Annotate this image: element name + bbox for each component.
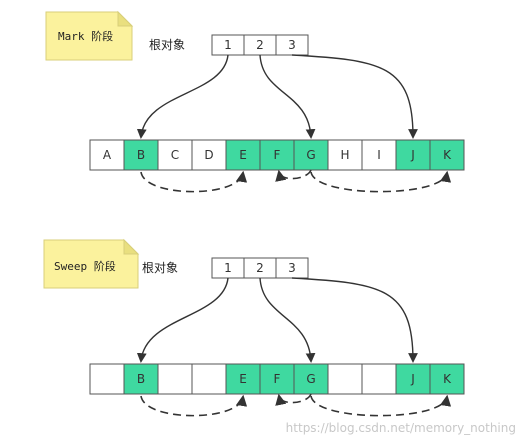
heap-cell-marked: [395, 363, 431, 395]
heap-cell-marked: [429, 139, 465, 171]
mark-root-label: 根对象: [149, 38, 185, 52]
object-reference-arrow: [140, 394, 248, 417]
object-reference-arrow: [310, 394, 452, 417]
root-label: 2: [256, 38, 264, 52]
heap-cell-marked: [123, 363, 159, 395]
heap-cell-label: A: [103, 148, 112, 162]
root-reference-arrow: [136, 277, 229, 363]
object-reference-arrow: [310, 170, 452, 193]
heap-cell-label: G: [306, 372, 315, 386]
heap-cell-marked: [225, 363, 261, 395]
heap-cell-label: F: [274, 148, 281, 162]
heap-cell-label: F: [274, 372, 281, 386]
object-reference-arrow: [275, 393, 312, 406]
heap-cell: [361, 363, 397, 395]
root-label: 3: [288, 261, 296, 275]
heap-cell: [361, 139, 397, 171]
object-reference-arrow: [140, 170, 248, 193]
heap-cell-label: E: [239, 148, 247, 162]
object-reference-arrow: [275, 169, 312, 182]
heap-cell-label: I: [377, 148, 381, 162]
mark-stage-note-text: Mark 阶段: [58, 29, 113, 43]
heap-cell-label: G: [306, 148, 315, 162]
heap-cell-label: D: [204, 148, 213, 162]
sweep-reference-arrows: [136, 277, 452, 417]
heap-cell: [191, 363, 227, 395]
mark-reference-arrows: [136, 54, 452, 193]
heap-cell: [157, 363, 193, 395]
mark-heap-row: A B C D E F G H I J K: [89, 139, 465, 171]
heap-cell-label: E: [239, 372, 247, 386]
root-reference-arrow: [291, 54, 418, 139]
sweep-root-set: 1 2 3: [211, 257, 309, 279]
heap-cell-label: K: [443, 372, 452, 386]
heap-cell-label: B: [137, 148, 145, 162]
heap-cell-marked: [225, 139, 261, 171]
heap-cell-marked: [293, 139, 329, 171]
root-label: 2: [256, 261, 264, 275]
root-reference-arrow: [291, 277, 418, 363]
root-reference-arrow: [259, 277, 316, 363]
sweep-stage: Sweep 阶段 根对象 1 2 3 B E F G J K: [43, 238, 465, 417]
heap-cell-marked: [123, 139, 159, 171]
heap-cell: [157, 139, 193, 171]
root-label: 1: [224, 261, 232, 275]
heap-cell-label: K: [443, 148, 452, 162]
sweep-root-label: 根对象: [142, 261, 178, 275]
heap-cell-label: J: [410, 148, 415, 162]
heap-cell: [89, 363, 125, 395]
root-reference-arrow: [259, 54, 316, 139]
heap-cell-marked: [395, 139, 431, 171]
root-label: 3: [288, 38, 296, 52]
heap-cell-marked: [429, 363, 465, 395]
heap-cell-label: B: [137, 372, 145, 386]
heap-cell-label: H: [340, 148, 349, 162]
mark-stage: Mark 阶段 根对象 1 2 3 A B C D E F G H I J K: [45, 10, 465, 193]
heap-cell: [327, 363, 363, 395]
heap-cell-label: J: [410, 372, 415, 386]
mark-stage-note: Mark 阶段: [45, 10, 134, 61]
heap-cell-marked: [293, 363, 329, 395]
heap-cell-label: C: [171, 148, 179, 162]
sweep-stage-note: Sweep 阶段: [43, 238, 140, 289]
mark-root-set: 1 2 3: [211, 34, 309, 56]
sweep-stage-note-text: Sweep 阶段: [54, 259, 116, 273]
heap-cell: [191, 139, 227, 171]
watermark: https://blog.csdn.net/memory_nothing: [286, 421, 516, 435]
root-reference-arrow: [136, 54, 229, 139]
root-label: 1: [224, 38, 232, 52]
